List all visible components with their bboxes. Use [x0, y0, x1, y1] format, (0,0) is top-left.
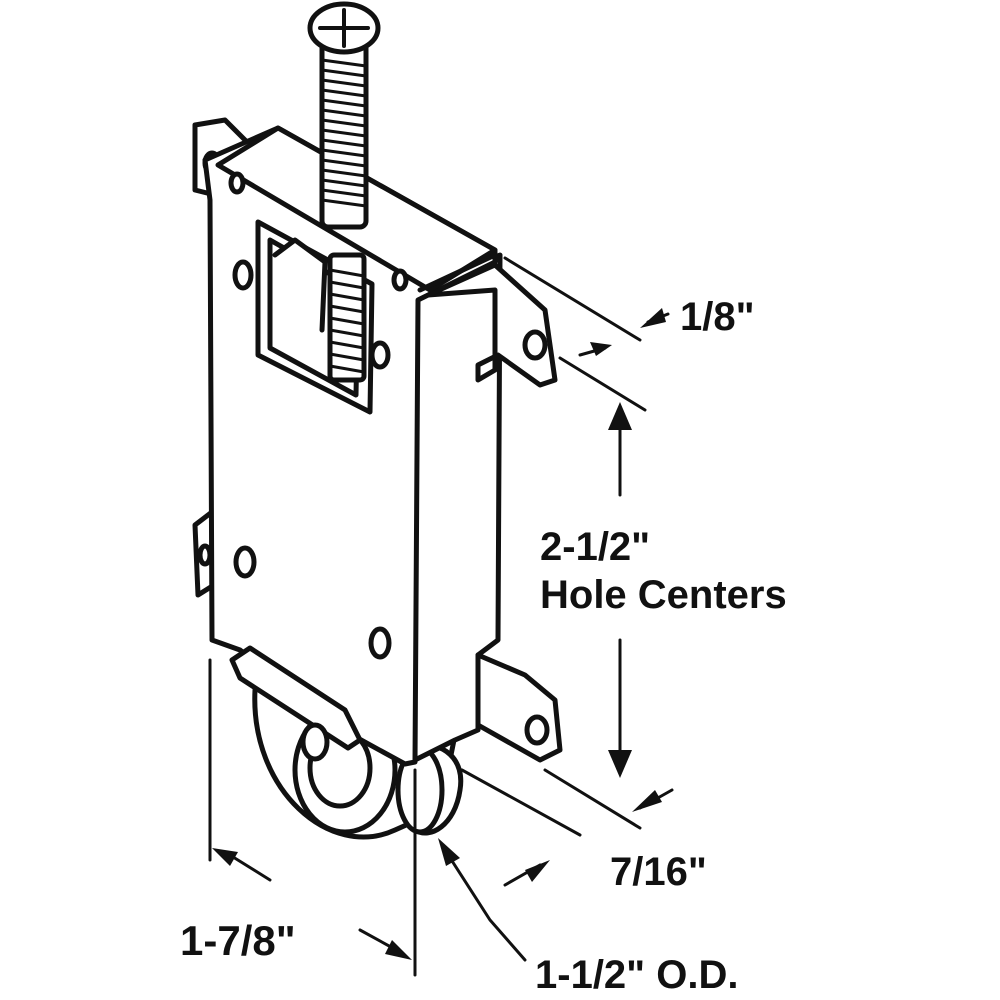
arrowhead-1-8-top: [640, 308, 666, 328]
wheel-diameter-label: 1-1/2" O.D.: [535, 953, 738, 997]
thickness-label: 7/16": [610, 850, 707, 894]
arrowhead-down: [608, 750, 632, 778]
dimension-lines: [208, 256, 674, 977]
arrowhead-7-16-bottom: [525, 860, 550, 882]
adjustment-screw: [307, 1, 381, 383]
right-top-ear: [425, 262, 558, 388]
body-width-label: 1-7/8": [180, 917, 296, 964]
hole-centers-label: Hole Centers: [540, 573, 787, 617]
plate-holes: [228, 171, 409, 660]
right-bottom-ear: [475, 652, 563, 763]
arrowhead-1-7-8-right: [385, 940, 412, 960]
arrowheads: [212, 308, 666, 960]
arrowhead-up: [608, 402, 632, 430]
arrowhead-1-8-bottom: [590, 342, 612, 356]
arrowhead-1-7-8-left: [212, 848, 238, 866]
slot-width-label: 1/8": [680, 295, 755, 339]
axle-bracket: [229, 645, 363, 762]
arrowhead-7-16-top: [632, 790, 662, 812]
hole-centers-value: 2-1/2": [540, 525, 650, 569]
arrowhead-od: [438, 838, 460, 866]
